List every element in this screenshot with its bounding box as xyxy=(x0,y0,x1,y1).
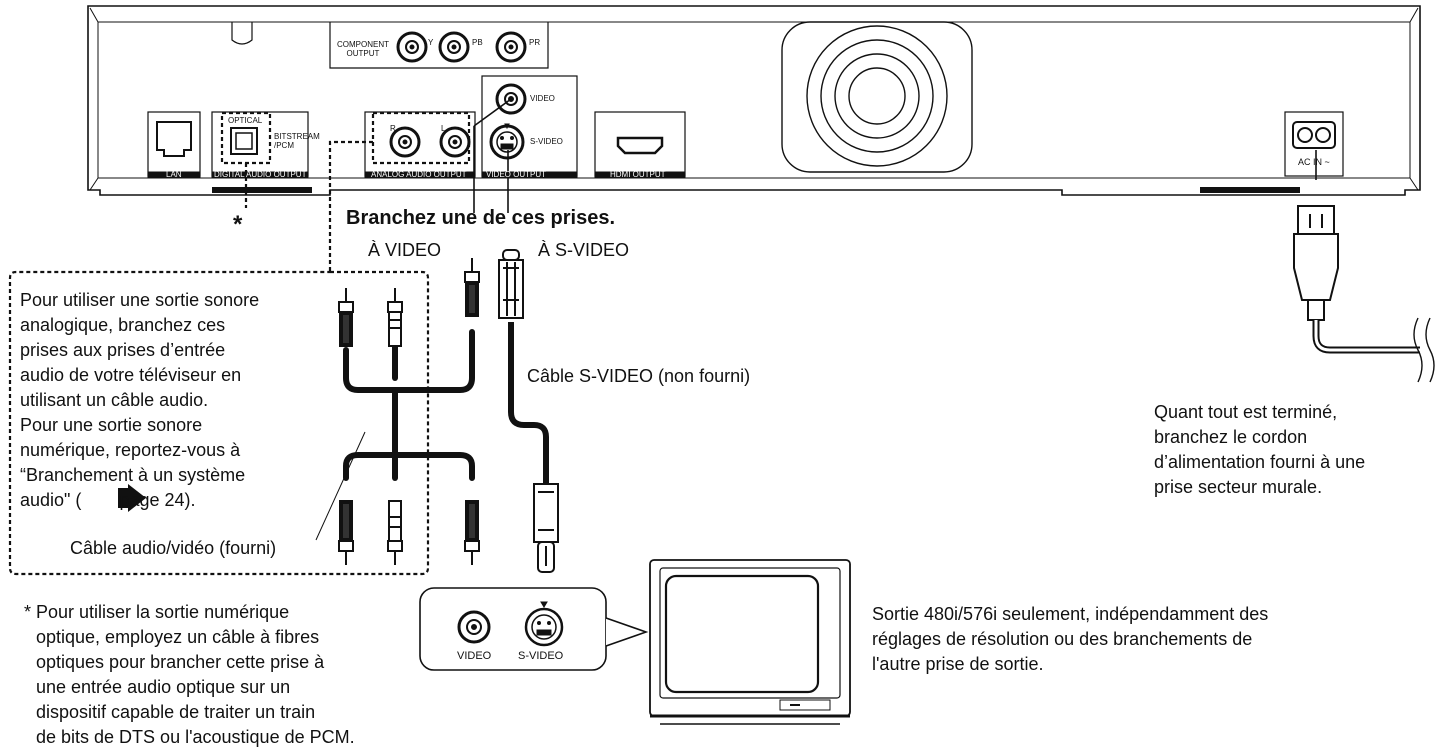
component-output-panel xyxy=(329,22,549,69)
svideo-cable xyxy=(498,249,559,573)
connect-one-heading: Branchez une de ces prises. xyxy=(346,207,616,229)
pointer-lines xyxy=(473,98,1317,213)
component-pb-jack xyxy=(438,31,470,63)
to-video-label: À VIDEO xyxy=(368,240,442,260)
player-chassis xyxy=(87,5,1421,196)
tv-svideo-label: S-VIDEO xyxy=(518,650,564,662)
to-svideo-label: À S-VIDEO xyxy=(538,240,630,260)
optical-note: * Pour utiliser la sortie numérique opti… xyxy=(24,602,355,747)
power-cord xyxy=(1293,205,1435,383)
ac-in-socket xyxy=(1284,111,1344,177)
component-pr-label: PR xyxy=(529,38,541,47)
lan-port xyxy=(147,111,201,179)
ac-in-label: AC IN ~ xyxy=(1298,157,1330,167)
video-output-panel xyxy=(481,75,578,179)
svideo-jack xyxy=(489,123,525,160)
indicator-lines xyxy=(8,140,430,576)
tv-output-note: Sortie 480i/576i seulement, indépendamme… xyxy=(872,604,1269,674)
hdmi-output-label: HDMI OUTPUT xyxy=(610,170,666,179)
power-note: Quant tout est terminé, branchez le cord… xyxy=(1154,402,1366,497)
digital-audio-output-label: DIGITAL AUDIO OUTPUT xyxy=(214,170,307,179)
page-reference-arrow-icon xyxy=(118,484,146,512)
analog-r-label: R xyxy=(390,124,396,133)
av-cable-label: Câble audio/vidéo (fourni) xyxy=(70,538,277,558)
svideo-cable-label: Câble S-VIDEO (non fourni) xyxy=(527,366,751,386)
bitstream-label: BITSTREAM/PCM xyxy=(274,132,320,150)
rca-plugs xyxy=(338,258,480,565)
av-cable xyxy=(343,329,475,481)
asterisk-marker: * xyxy=(233,211,243,238)
television xyxy=(649,559,851,725)
tv-video-jack xyxy=(457,610,491,644)
svideo-jack-label: S-VIDEO xyxy=(530,137,563,146)
analog-audio-panel xyxy=(364,111,476,179)
tv-video-label: VIDEO xyxy=(457,650,492,662)
analog-r-jack xyxy=(389,126,421,158)
digital-audio-panel xyxy=(211,111,309,179)
tv-svideo-jack xyxy=(524,601,564,647)
video-output-label: VIDEO OUTPUT xyxy=(486,170,547,179)
component-pb-label: PB xyxy=(472,38,483,47)
component-y-jack xyxy=(396,31,428,63)
av-cable-pointer xyxy=(315,431,366,541)
hdmi-port xyxy=(594,111,686,179)
lan-label: LAN xyxy=(166,170,182,179)
analog-l-jack xyxy=(439,126,471,158)
component-y-label: Y xyxy=(428,38,434,47)
video-jack-label: VIDEO xyxy=(530,94,555,103)
analog-audio-note: Pour utiliser une sortie sonore analogiq… xyxy=(20,290,260,510)
analog-l-label: L xyxy=(441,124,446,133)
component-pr-jack xyxy=(495,31,527,63)
video-jack xyxy=(495,83,527,115)
analog-audio-output-label: ANALOG AUDIO OUTPUT xyxy=(371,170,467,179)
fan-grille xyxy=(781,21,973,173)
tv-jack-panel xyxy=(419,587,649,671)
optical-label: OPTICAL xyxy=(228,116,263,125)
